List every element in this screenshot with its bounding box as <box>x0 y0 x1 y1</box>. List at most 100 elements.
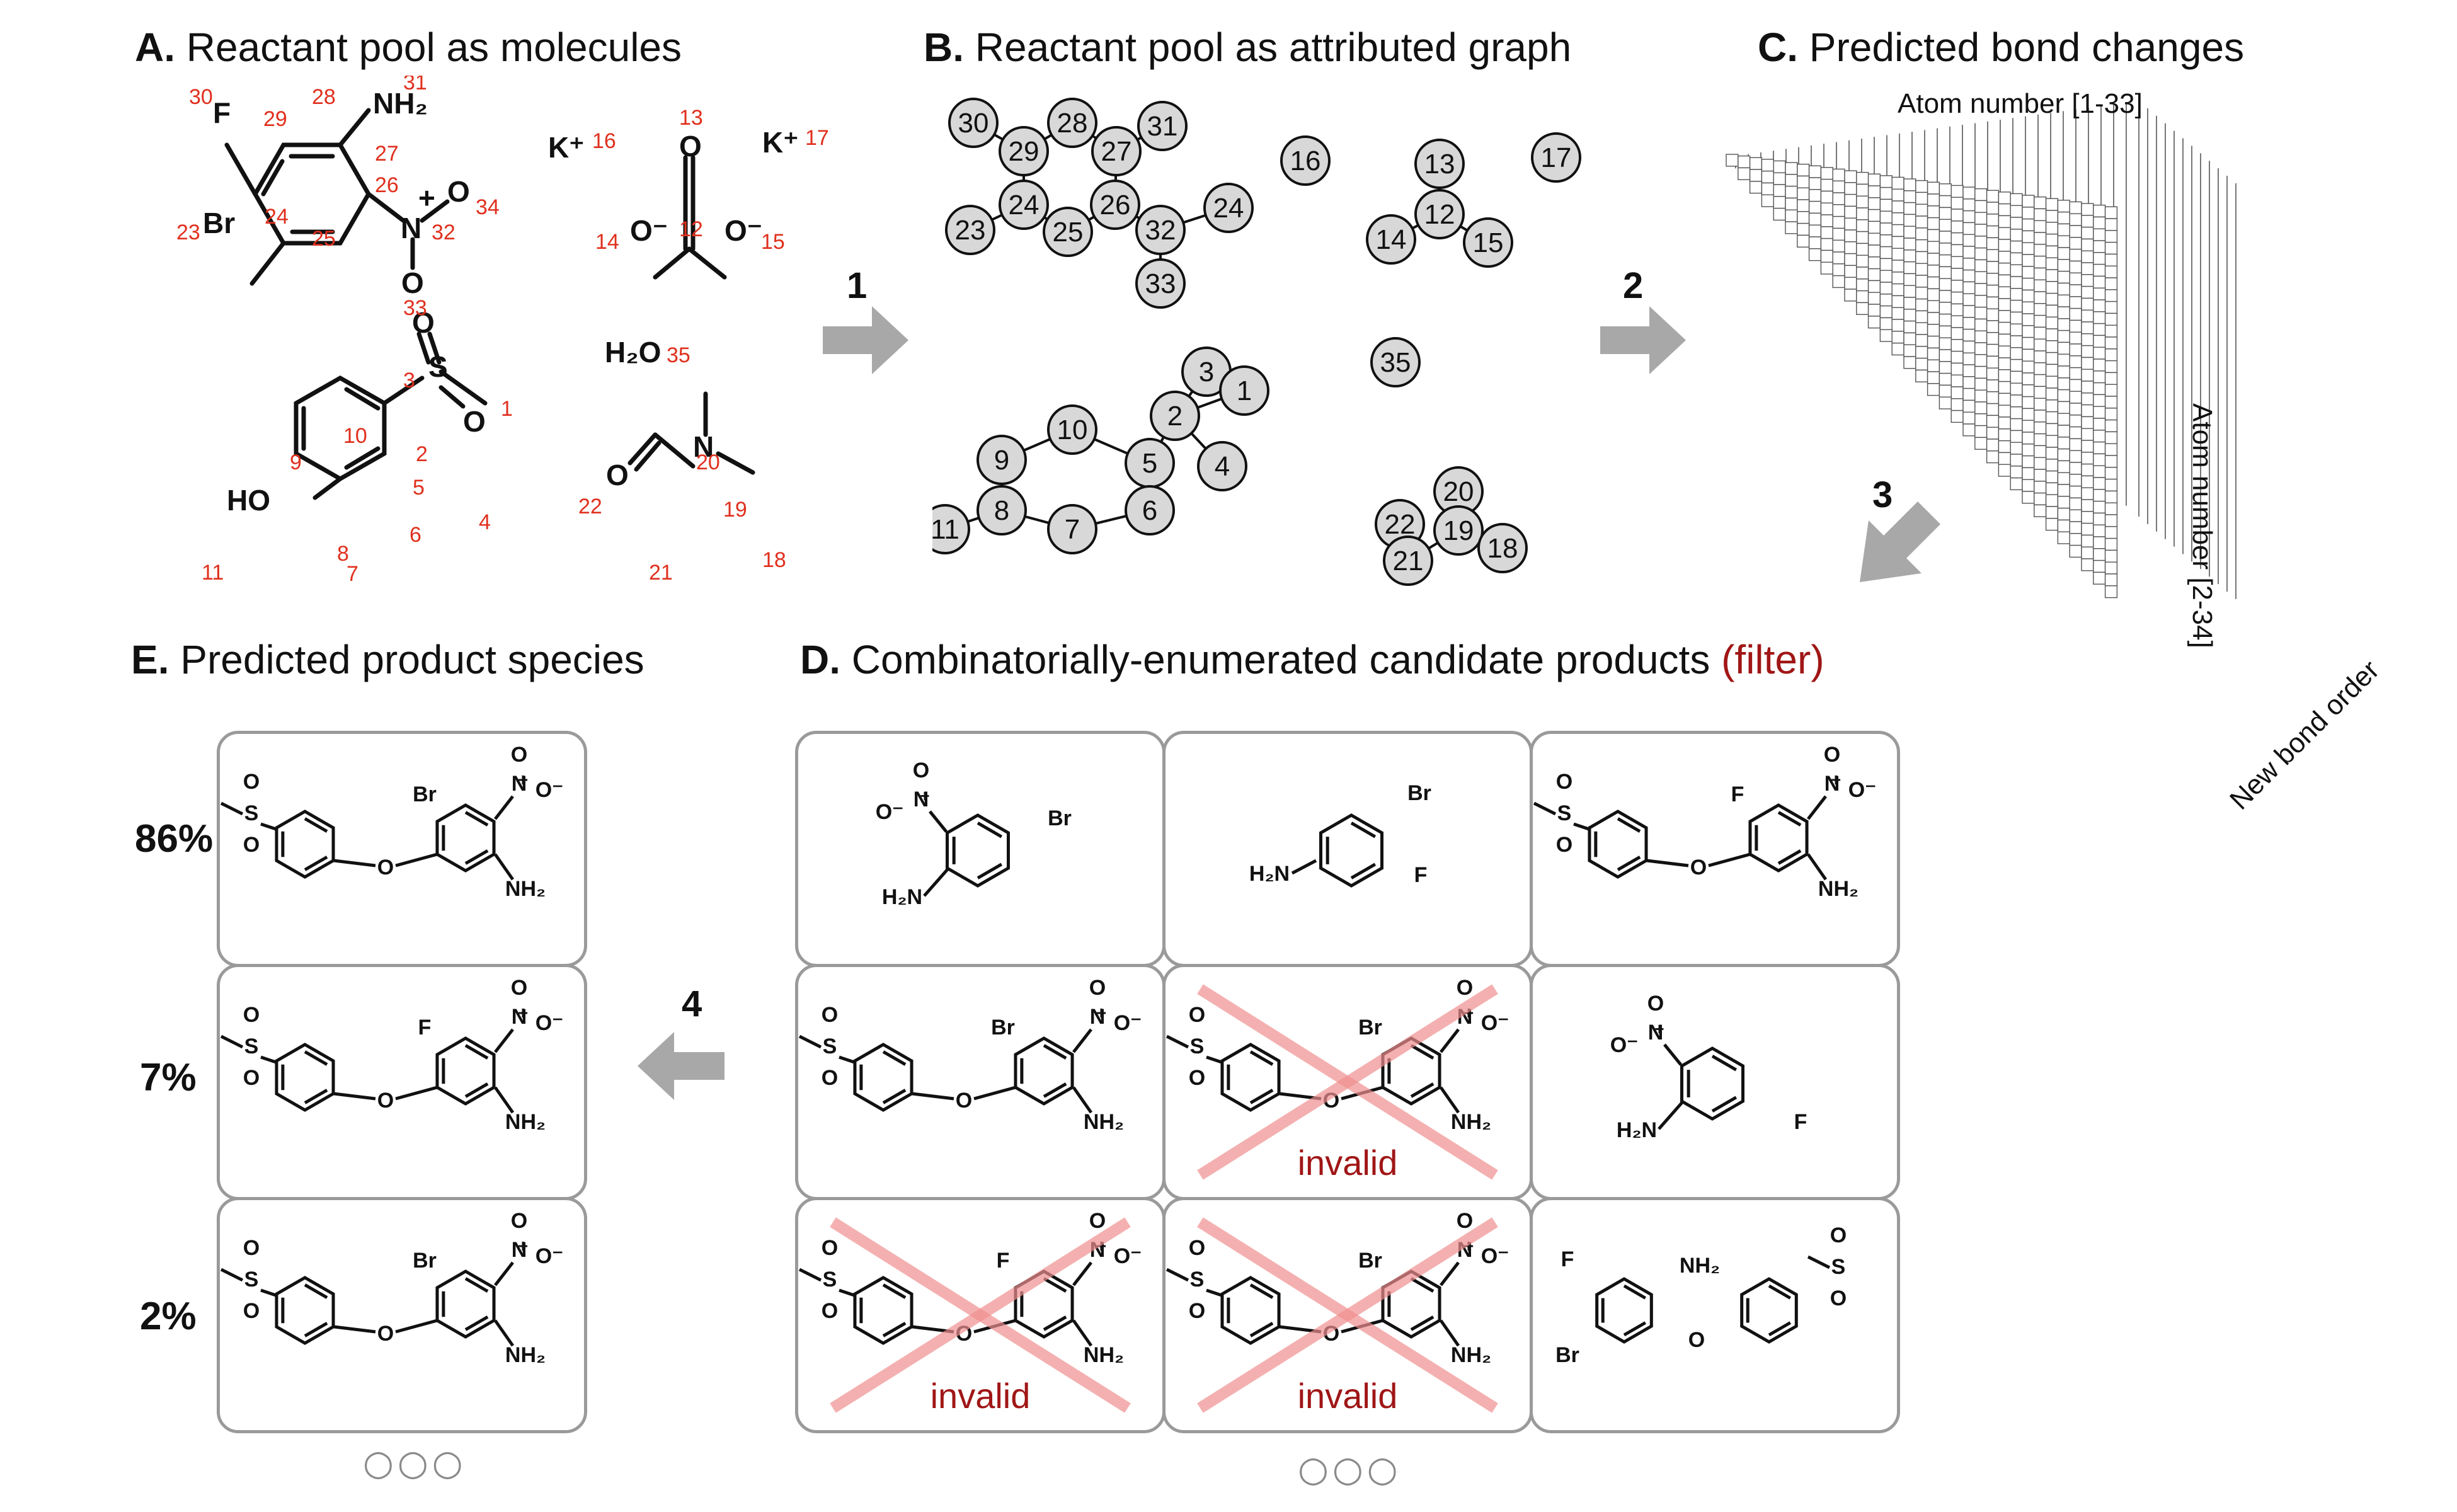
graph-node: 9 <box>976 435 1027 485</box>
bond <box>333 1092 376 1101</box>
prediction-card-2[interactable] <box>217 964 587 1200</box>
graph-node-circle <box>1280 135 1331 186</box>
bond <box>1291 859 1317 875</box>
ring-double-bond <box>1777 849 1802 865</box>
atom-halogen: Br <box>1358 1016 1382 1040</box>
graph-node-label: 6 <box>1142 495 1157 526</box>
bond <box>923 868 949 897</box>
graph-node-label: 8 <box>994 495 1009 526</box>
bond <box>1072 1028 1092 1053</box>
atom-o-minus: O⁻ <box>1481 1244 1509 1268</box>
num-24: 24 <box>265 205 289 229</box>
graph-node: 15 <box>1463 217 1513 268</box>
bond <box>333 859 376 868</box>
graph-node-label: 11 <box>932 514 959 545</box>
bond <box>220 801 244 816</box>
atom-o: O <box>243 1236 260 1260</box>
charge-plus: + <box>1654 1019 1664 1038</box>
graph-node-label: 20 <box>1443 476 1474 507</box>
atom-f: F <box>1561 1247 1574 1271</box>
tensor-cell <box>2104 585 2118 598</box>
graph-node-label: 3 <box>1199 357 1214 387</box>
num-19: 19 <box>723 498 747 522</box>
candidate-card-2[interactable] <box>1162 731 1533 967</box>
ring-double-bond <box>464 1315 489 1331</box>
step-3-label: 3 <box>1872 474 1893 515</box>
ring-double-bond <box>1623 1321 1647 1337</box>
benzene-ring <box>275 1043 335 1112</box>
benzene-ring <box>1740 1277 1798 1344</box>
graph-node: 17 <box>1531 132 1581 183</box>
graph-node-label: 10 <box>1057 415 1088 445</box>
atom-halogen: F <box>1794 1110 1807 1134</box>
atom-o: O <box>913 759 929 782</box>
atom-halogen: Br <box>991 1016 1015 1040</box>
num-18: 18 <box>762 548 786 572</box>
graph-node-label: 2 <box>1167 401 1183 432</box>
atom-o: O <box>1556 833 1572 857</box>
num-7: 7 <box>346 562 358 586</box>
graph-node-label: 9 <box>994 445 1009 476</box>
invalid-cross-stroke <box>1197 1217 1498 1413</box>
atom-halogen: F <box>997 1249 1010 1273</box>
graph-node: 1 <box>1219 365 1269 416</box>
bond <box>973 1085 1016 1101</box>
atom-n: N <box>1090 1005 1106 1029</box>
graph-node-label: 17 <box>1541 142 1572 173</box>
atom-ho: HO <box>227 484 270 517</box>
graph-node: 12 <box>1414 189 1465 239</box>
benzene-ring <box>853 1276 914 1345</box>
atom-o-ether: O <box>1690 856 1707 879</box>
ring-double-bond <box>882 1089 907 1104</box>
graph-node: 35 <box>1370 337 1421 387</box>
ring-double-bond <box>1350 822 1377 839</box>
atom-nh2: NH₂ <box>1818 877 1858 901</box>
num-15: 15 <box>761 230 785 254</box>
graph-node-circle <box>1414 139 1465 189</box>
bond <box>1806 853 1828 881</box>
candidate-card-6[interactable] <box>1530 964 1900 1200</box>
atom-s: S <box>244 1034 259 1058</box>
graph-node-circle <box>1477 523 1528 573</box>
num-32: 32 <box>432 220 455 244</box>
bond <box>395 1319 438 1334</box>
bond <box>929 810 948 833</box>
atom-br: Br <box>1407 781 1431 805</box>
section-c-title: C. Predicted bond changes <box>1758 25 2245 70</box>
section-d-title: D. Combinatorially-enumerated candidate … <box>800 637 1824 682</box>
candidate-card-4[interactable] <box>795 964 1166 1200</box>
more-predictions-indicator: ○○○ <box>363 1443 467 1484</box>
num-17: 17 <box>805 126 829 150</box>
ring-double-bond <box>1617 856 1641 871</box>
atom-o-ether: O <box>377 1089 394 1113</box>
candidate-card-1[interactable] <box>795 731 1166 967</box>
benzene-ring <box>1220 1043 1281 1112</box>
graph-node: 6 <box>1125 485 1175 536</box>
graph-node-circle <box>1047 504 1097 554</box>
atom-nh2: NH₂ <box>373 87 428 120</box>
atom-o: O <box>1189 1236 1205 1260</box>
graph-node: 16 <box>1280 135 1331 186</box>
num-16: 16 <box>592 129 616 153</box>
charge-plus: + <box>1831 770 1841 789</box>
ring-double-bond <box>1043 1082 1067 1098</box>
candidate-card-9[interactable] <box>1530 1197 1900 1433</box>
ring-double-bond <box>1043 1044 1067 1060</box>
prediction-card-3[interactable] <box>217 1197 587 1433</box>
graph-node-label: 28 <box>1057 108 1088 139</box>
step-2-label: 2 <box>1623 265 1644 306</box>
num-3: 3 <box>403 369 415 392</box>
invalid-label: invalid <box>931 1376 1031 1416</box>
bond <box>839 1055 855 1064</box>
atom-o-sulfone-bottom: O <box>463 405 486 438</box>
num-9: 9 <box>290 450 302 474</box>
atom-o: O <box>1189 1066 1205 1090</box>
atom-o: O <box>243 1066 260 1090</box>
invalid-label: invalid <box>1298 1376 1398 1416</box>
candidate-card-3[interactable] <box>1530 731 1900 967</box>
graph-node-circle <box>1197 441 1247 491</box>
ring-double-bond <box>1249 1283 1274 1299</box>
